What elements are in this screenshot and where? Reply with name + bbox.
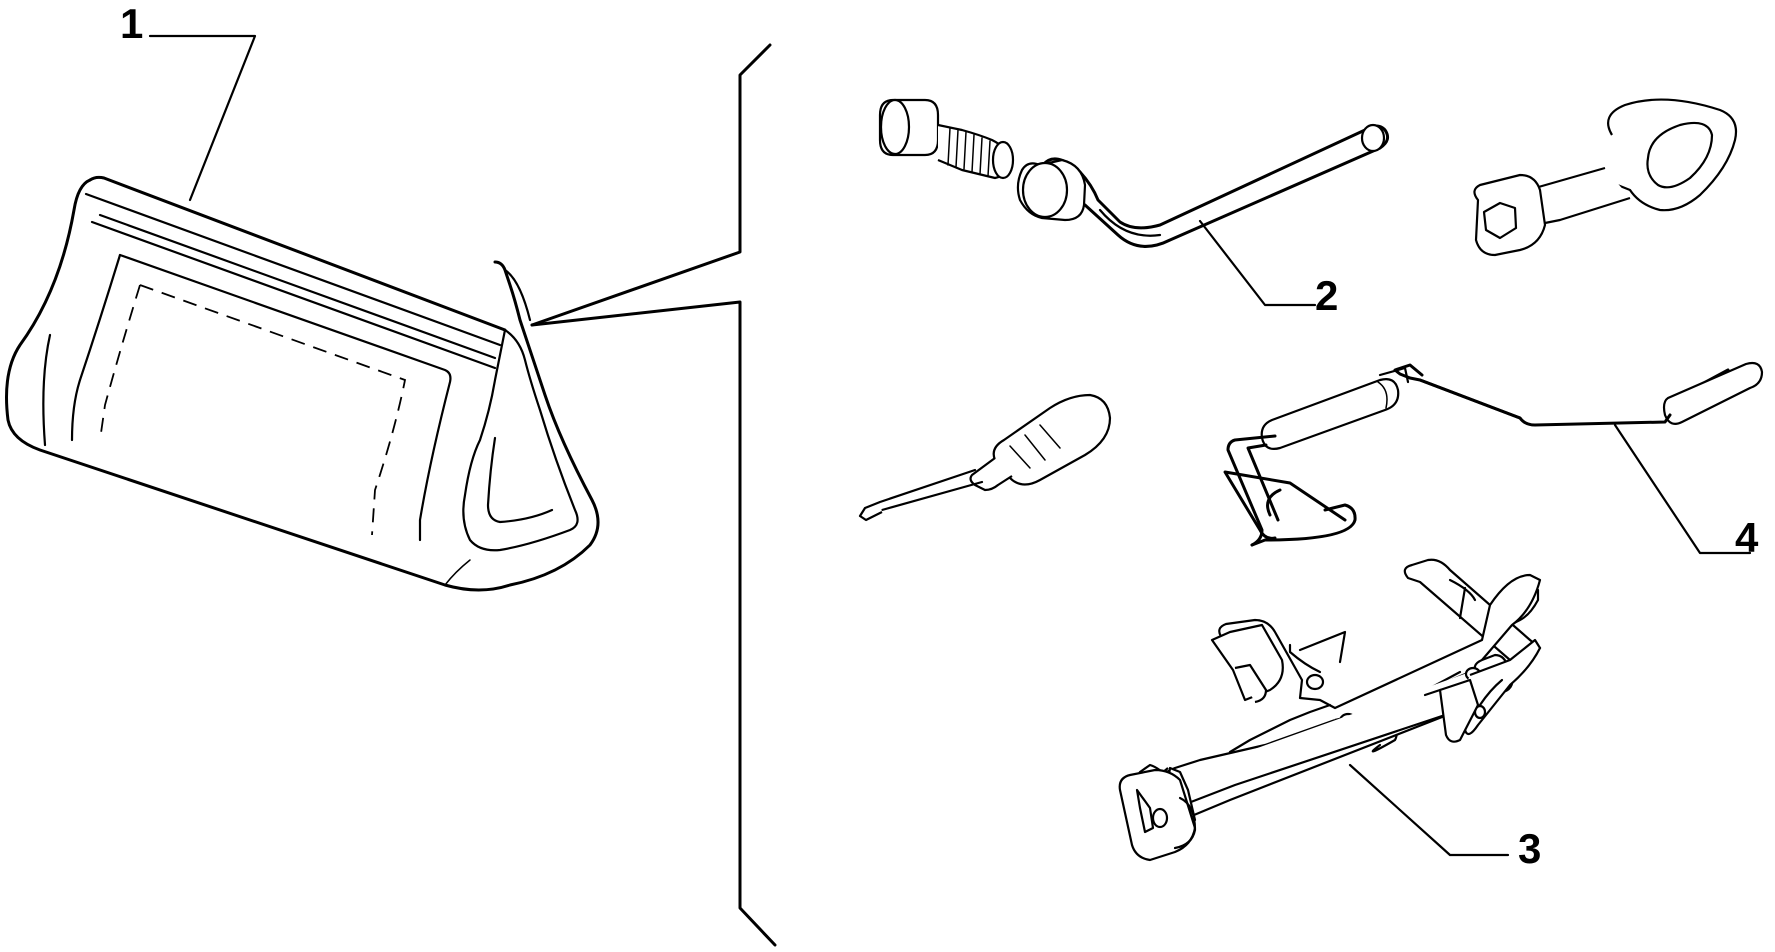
tow-eye [1473, 98, 1738, 257]
leader-line-2 [1198, 219, 1317, 307]
tool-bag [5, 175, 600, 592]
screwdriver [858, 393, 1112, 522]
leader-line-4 [1613, 423, 1752, 555]
callout-number-3: 3 [1518, 825, 1541, 872]
leader-lines [148, 34, 1752, 857]
callout-labels: 1 2 3 4 [120, 0, 1759, 872]
jack-crank-handle [1223, 361, 1764, 547]
wheel-brace [1016, 123, 1390, 248]
socket-adapter [878, 98, 1015, 180]
callout-number-2: 2 [1315, 272, 1338, 319]
group-bracket [530, 43, 777, 947]
callout-number-4: 4 [1735, 514, 1759, 561]
leader-line-3 [1348, 763, 1510, 857]
scissor-jack [1118, 558, 1542, 862]
callout-number-1: 1 [120, 0, 143, 47]
leader-line-1 [148, 34, 257, 202]
